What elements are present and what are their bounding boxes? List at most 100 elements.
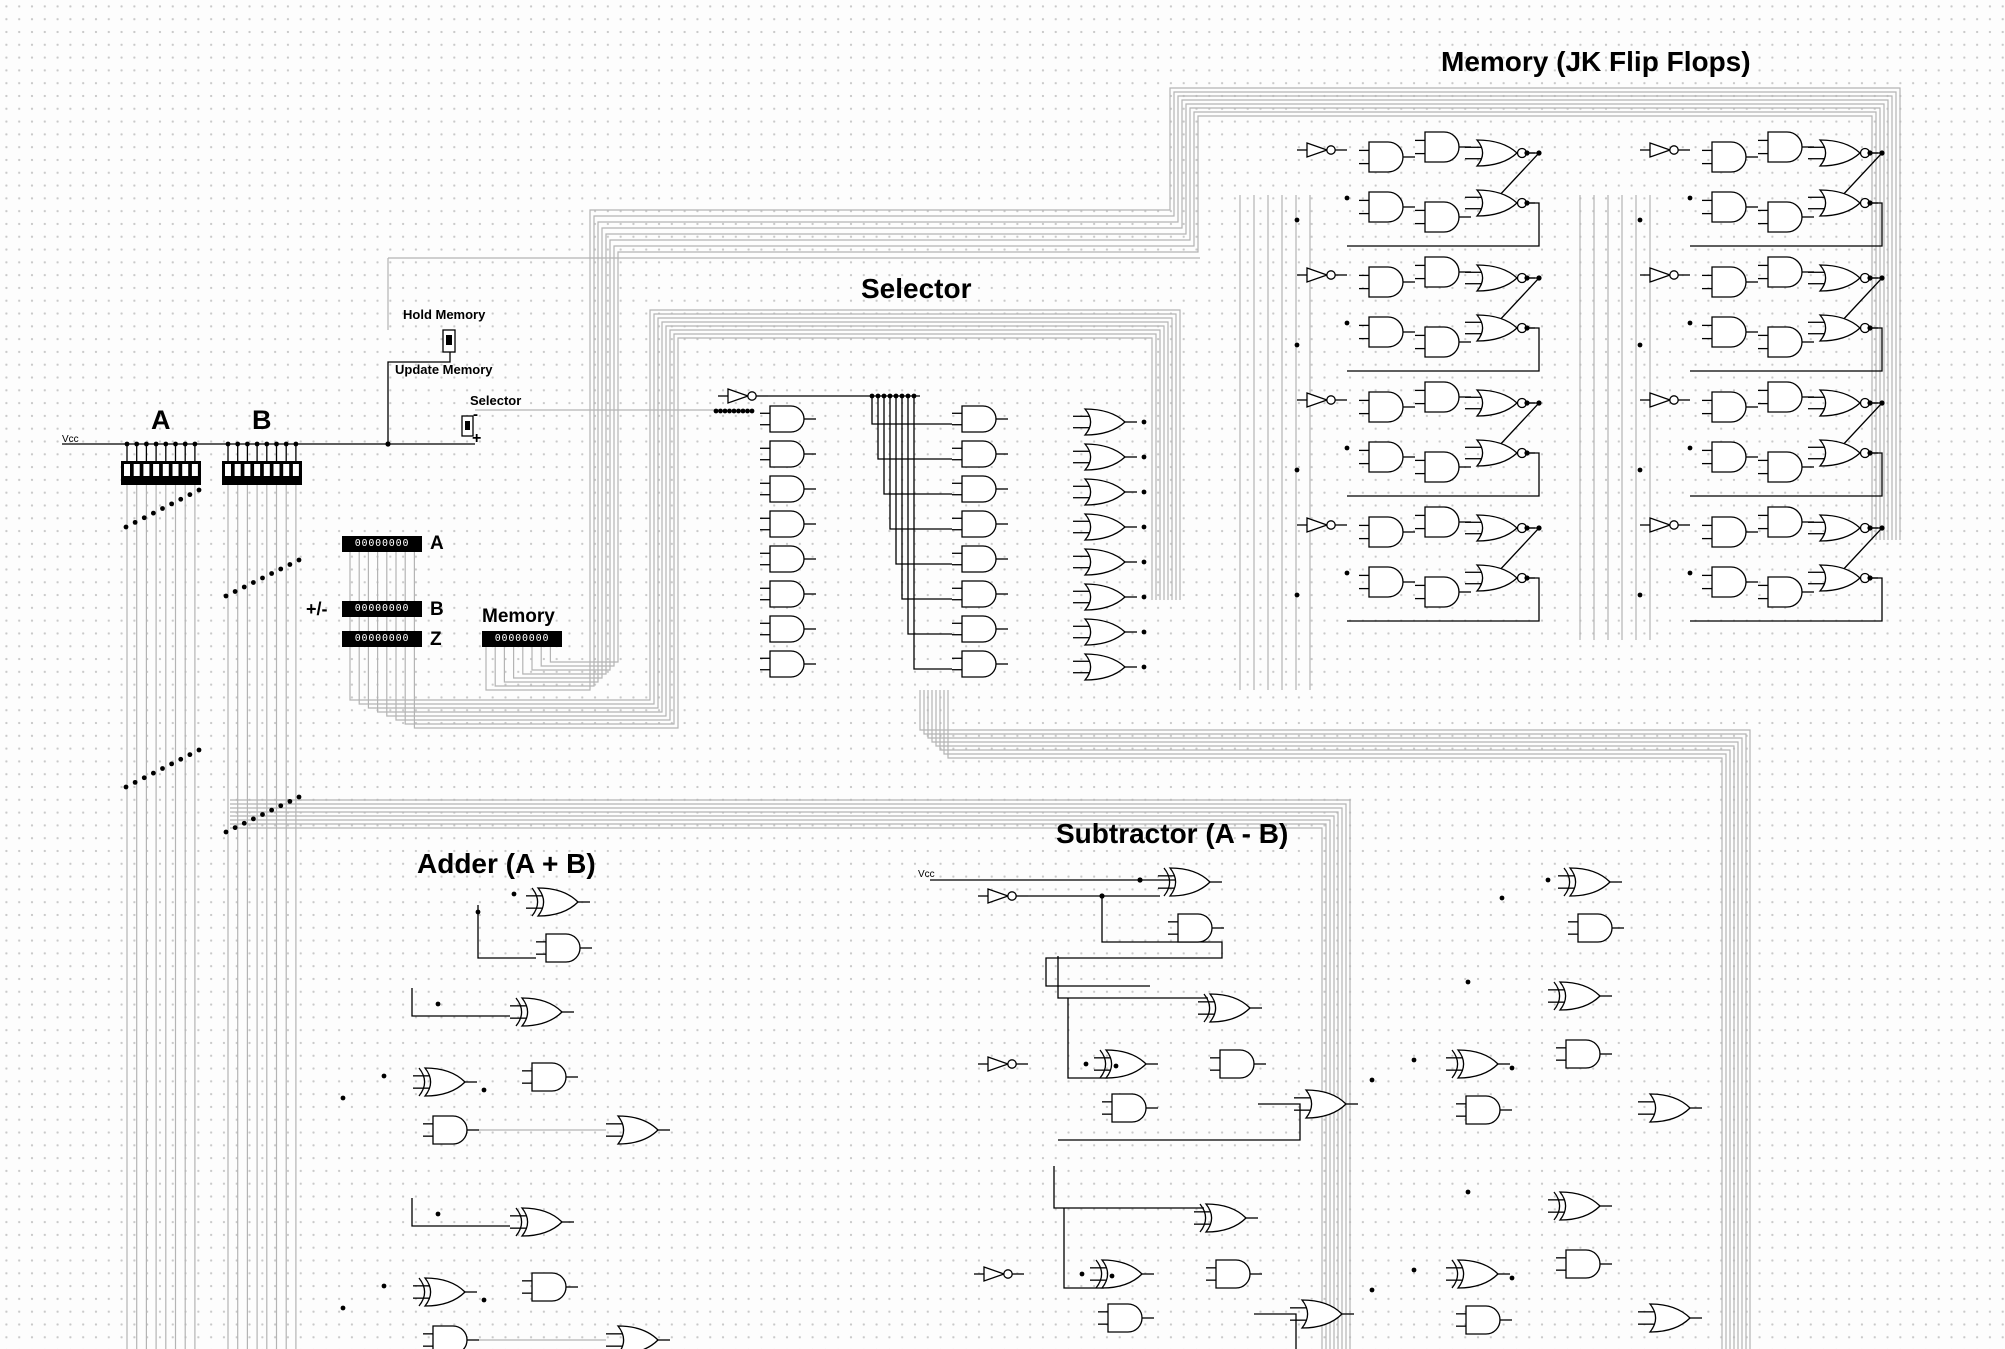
- dip-toggle: [143, 464, 150, 476]
- junction-dot: [187, 492, 193, 498]
- junction-dot: [264, 441, 270, 447]
- subtractor-bus-line: [931, 690, 1739, 1349]
- hold-memory-toggle: [446, 335, 452, 345]
- selector-or-gate: [1083, 443, 1126, 471]
- selector-bus-line: [367, 317, 1173, 709]
- junction-dot: [1411, 1057, 1417, 1063]
- junction-dot: [1141, 489, 1147, 495]
- selector-and-gate-a: [769, 580, 805, 608]
- xor-curve: [418, 1277, 426, 1307]
- dip-toggle: [124, 464, 130, 476]
- junction-dot: [1344, 445, 1350, 451]
- junction-dot: [731, 408, 737, 414]
- junction-dot: [1524, 400, 1530, 406]
- memory-and-gate: [1767, 326, 1803, 358]
- junction-dot: [153, 441, 159, 447]
- selector-bus-line: [358, 313, 1177, 705]
- dip-toggle: [244, 464, 251, 476]
- subtractor-and-gate: [1215, 1259, 1251, 1289]
- junction-dot: [245, 441, 250, 447]
- subtractor-xor-gate: [1168, 867, 1211, 897]
- junction-dot: [1637, 467, 1643, 473]
- junction-dot: [1411, 1267, 1417, 1273]
- gate-layer: [413, 131, 1878, 1349]
- inversion-bubble: [747, 391, 757, 401]
- memory-and-gate: [1767, 506, 1803, 538]
- inversion-bubble: [1669, 145, 1679, 155]
- junction-dot: [1524, 275, 1530, 281]
- junction-dot: [1867, 275, 1873, 281]
- junction-dot: [435, 1211, 441, 1217]
- junction-dot: [435, 1001, 441, 1007]
- junction-dot: [1294, 217, 1300, 223]
- selector-and-gate-a: [769, 510, 805, 538]
- junction-dot: [713, 408, 719, 414]
- dip-toggle: [153, 464, 160, 476]
- junction-dot: [283, 441, 289, 447]
- subtractor-and-gate: [1219, 1049, 1255, 1079]
- selector-branch: [871, 396, 952, 425]
- selector-branch: [877, 396, 952, 460]
- subtractor-or-gate: [1648, 1093, 1691, 1123]
- subtractor-borrow-wire: [1058, 1103, 1301, 1141]
- subtractor-and-gate: [1565, 1039, 1601, 1069]
- junction-dot: [381, 1283, 387, 1289]
- selector-and-gate-a: [769, 650, 805, 678]
- memory-and-gate: [1424, 451, 1460, 483]
- junction-dot: [173, 441, 178, 447]
- memory-nor-gate: [1475, 189, 1518, 217]
- dip-toggle: [263, 464, 270, 476]
- xor-curve: [1095, 1259, 1103, 1289]
- junction-dot: [1509, 1275, 1515, 1281]
- junction-dot: [250, 816, 256, 822]
- subtractor-xor-gate: [1100, 1259, 1143, 1289]
- vcc-label-subtractor: Vcc: [918, 869, 935, 880]
- inversion-bubble: [1669, 270, 1679, 280]
- subtractor-bus-line: [935, 690, 1735, 1349]
- subtractor-title: Subtractor (A - B): [1056, 818, 1289, 849]
- memory-display-bits: 00000000: [482, 631, 562, 647]
- memory-and-gate: [1767, 201, 1803, 233]
- dip-toggle: [292, 464, 299, 476]
- subtractor-wire: [1063, 1208, 1104, 1289]
- inversion-bubble: [1326, 395, 1336, 405]
- memory-feedback-line: [503, 95, 1893, 683]
- selector-and-gate-a: [769, 615, 805, 643]
- subtractor-xor-gate: [1208, 993, 1251, 1023]
- selector-and-gate-b: [961, 580, 997, 608]
- junction-dot: [1509, 1065, 1515, 1071]
- junction-dot: [1294, 467, 1300, 473]
- memory-feedback-line: [531, 107, 1881, 671]
- junction-dot: [274, 441, 279, 447]
- junction-dot: [182, 441, 188, 447]
- junction-dot: [899, 393, 905, 399]
- junction-dot: [1141, 594, 1147, 600]
- junction-dot: [187, 752, 193, 758]
- subtractor-bus-line: [939, 690, 1731, 1349]
- junction-dot: [887, 393, 893, 399]
- memory-and-gate: [1711, 391, 1747, 423]
- junction-dot: [287, 562, 293, 567]
- selector-and-gate-b: [961, 650, 997, 678]
- input-b-label: B: [252, 405, 272, 435]
- selector-bus-line: [377, 321, 1169, 713]
- junction-dot: [1687, 445, 1693, 451]
- memory-nor-gate: [1475, 564, 1518, 592]
- selector-bus-line: [386, 325, 1165, 717]
- wire-layer-dark: [62, 152, 1884, 1349]
- selector-bus-line: [349, 309, 1181, 701]
- junction-dot: [1879, 525, 1885, 531]
- memory-and-gate: [1368, 391, 1404, 423]
- adder-xor-gate: [520, 997, 563, 1027]
- junction-dot: [875, 393, 881, 399]
- adder-xor-gate: [520, 1207, 563, 1237]
- subtractor-and-gate: [1577, 913, 1613, 943]
- subtractor-wire: [1045, 896, 1223, 987]
- memory-and-gate: [1368, 191, 1404, 223]
- subtractor-not-gate: [987, 888, 1010, 904]
- display-b-label: B: [430, 599, 444, 620]
- memory-and-gate: [1711, 441, 1747, 473]
- memory-and-gate: [1711, 191, 1747, 223]
- selector-and-gate-b: [961, 440, 997, 468]
